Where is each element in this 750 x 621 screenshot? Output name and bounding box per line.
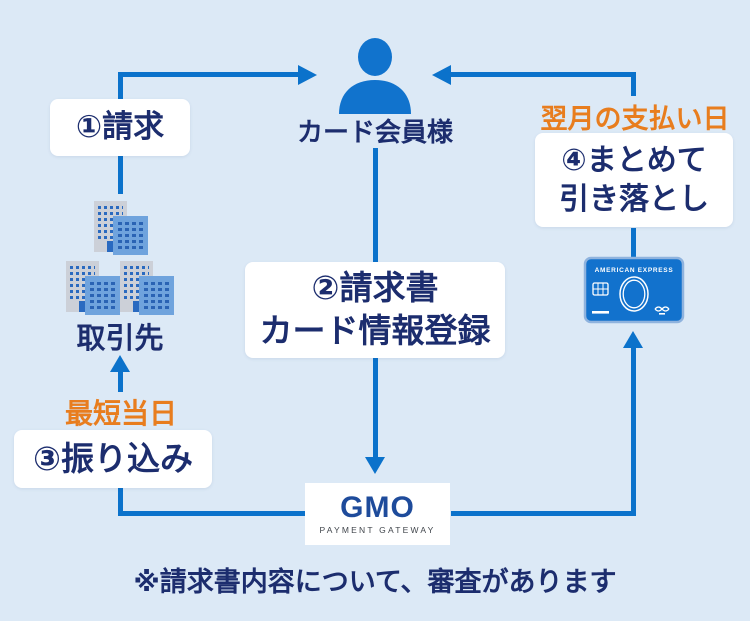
footnote: ※請求書内容について、審査があります — [133, 567, 617, 597]
step4-line1: ④まとめて — [561, 144, 707, 177]
payment-day-label: 翌月の支払い日 — [540, 104, 730, 134]
arrowhead-to-gmo-icon — [365, 457, 385, 474]
connector-card-to-member — [451, 72, 636, 77]
arrowhead-to-member-left-icon — [298, 65, 317, 85]
step3-label: ③振り込み — [33, 439, 193, 477]
member-label: カード会員様 — [296, 117, 453, 147]
step4-line2: 引き落とし — [559, 183, 709, 216]
gmo-name-label: GMO — [340, 491, 415, 524]
connector-gmo-left — [118, 511, 305, 516]
building-icon — [66, 261, 120, 315]
step3-box: ③振り込み — [14, 430, 212, 488]
credit-card-icon: AMERICAN EXPRESS — [583, 256, 685, 324]
building-blue-icon — [113, 216, 148, 255]
step1-label: ①請求 — [75, 109, 165, 145]
building-icon — [120, 261, 174, 315]
building-blue-icon — [139, 276, 174, 315]
connector-right-lower — [631, 346, 636, 513]
same-day-label: 最短当日 — [52, 392, 190, 432]
arrowhead-to-client-icon — [110, 355, 130, 372]
gmo-logo: GMO PAYMENT GATEWAY — [305, 483, 450, 545]
client-label: 取引先 — [76, 323, 164, 355]
connector-right-upper — [631, 72, 636, 96]
arrowhead-to-member-right-icon — [432, 65, 451, 85]
connector-client-to-member — [118, 72, 298, 77]
step2-line2: カード情報登録 — [259, 312, 491, 349]
building-blue-icon — [85, 276, 120, 315]
step4-box: ④まとめて 引き落とし — [535, 133, 733, 227]
building-icon — [94, 201, 148, 255]
connector-box4-to-card — [631, 228, 636, 259]
arrowhead-to-card-icon — [623, 331, 643, 348]
gmo-subtitle-label: PAYMENT GATEWAY — [319, 525, 436, 535]
step1-box: ①請求 — [50, 99, 190, 156]
step2-box: ②請求書 カード情報登録 — [245, 262, 505, 358]
step2-line1: ②請求書 — [311, 269, 439, 307]
person-icon — [335, 36, 415, 114]
connector-gmo-right — [451, 511, 636, 516]
card-brand-label: AMERICAN EXPRESS — [595, 267, 674, 274]
